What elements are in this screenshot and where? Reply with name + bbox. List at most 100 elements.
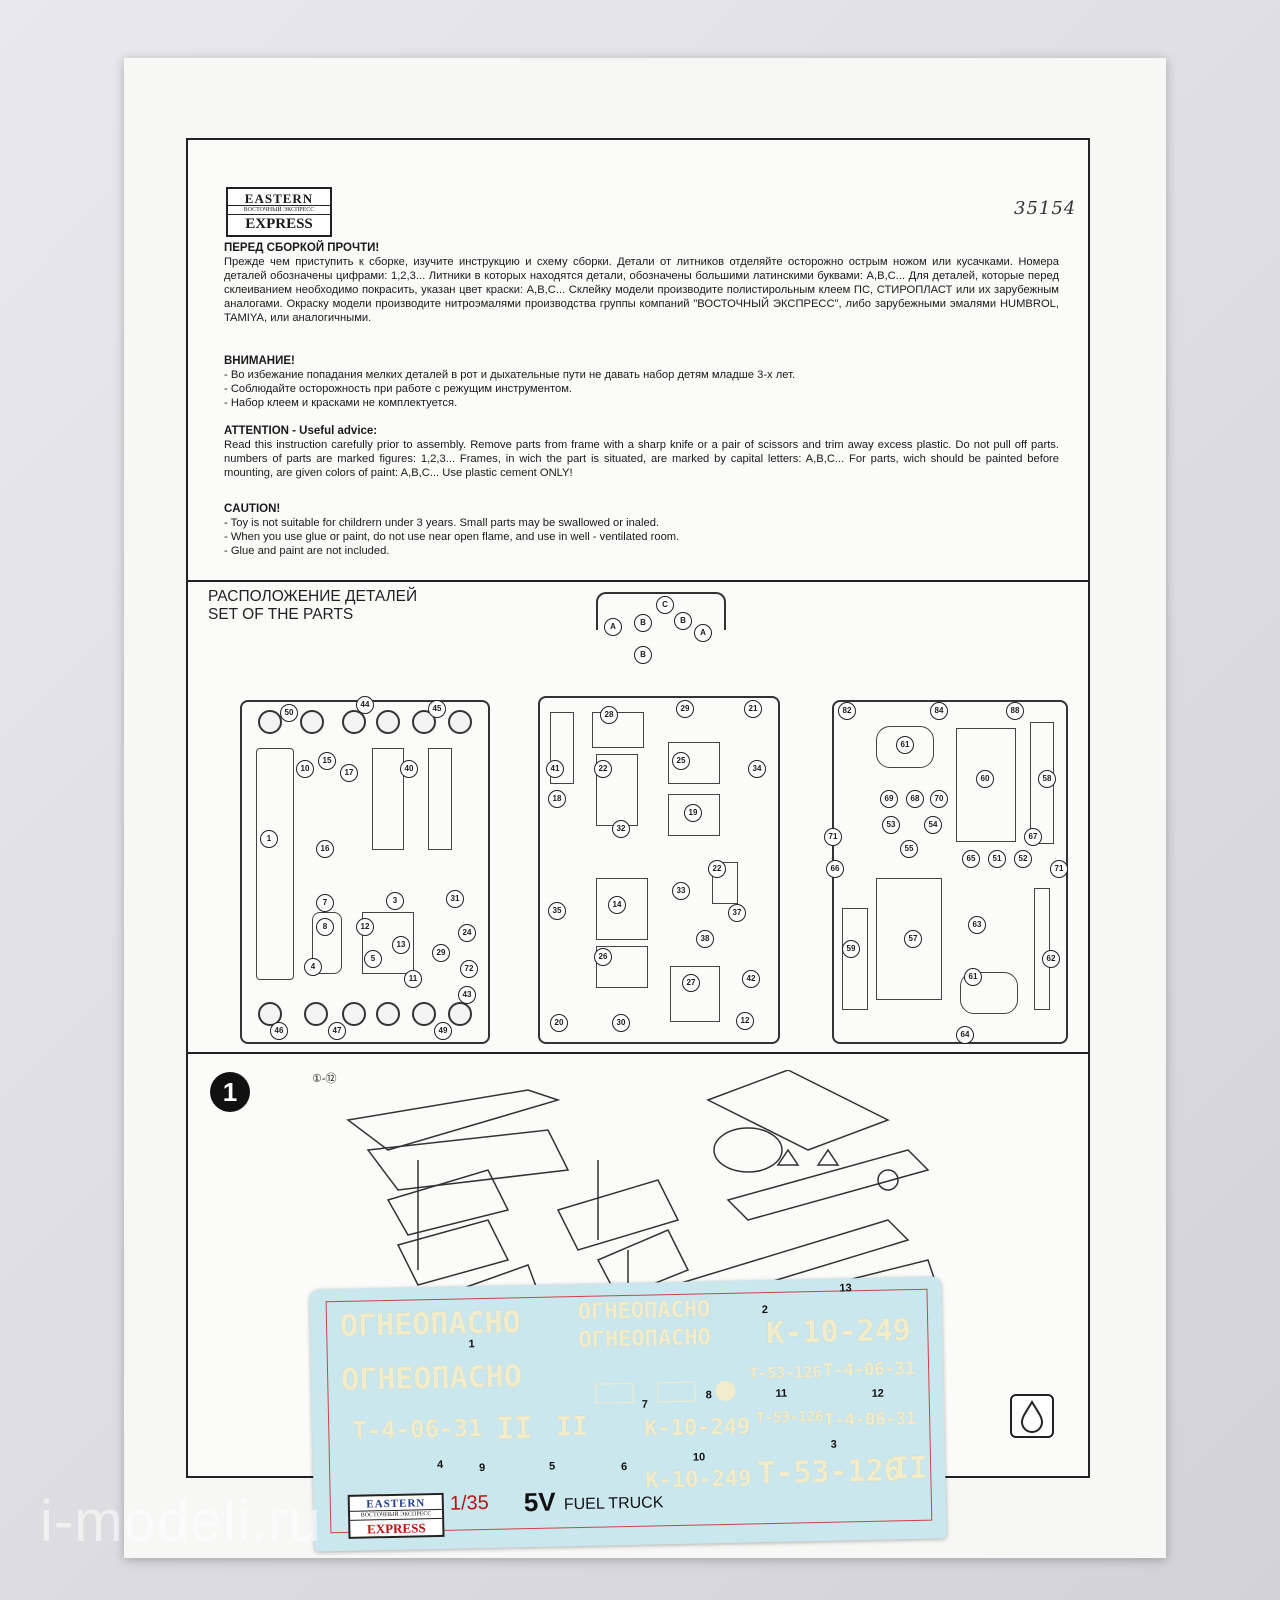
- sprue-letter: B: [634, 646, 652, 664]
- part-number: 41: [546, 760, 564, 778]
- part-number: 4: [304, 958, 322, 976]
- part-number: 17: [340, 764, 358, 782]
- part-number: 70: [930, 790, 948, 808]
- part-number: 25: [672, 752, 690, 770]
- sprue-middle: [538, 696, 780, 1044]
- decal-number: 4: [436, 1458, 444, 1472]
- decal-number: 9: [478, 1462, 486, 1475]
- step-callout: ①-⑫: [312, 1073, 337, 1085]
- en-caution-item: - When you use glue or paint, do not use…: [224, 531, 680, 543]
- part-number: 16: [316, 840, 334, 858]
- decal-text: II: [890, 1450, 928, 1487]
- part-number: 68: [906, 790, 924, 808]
- brand-logo: EASTERN ВОСТОЧНЫЙ ЭКСПРЕСС EXPRESS: [226, 187, 332, 237]
- part-number: 88: [1006, 702, 1024, 720]
- part-number: 29: [676, 700, 694, 718]
- decal-logo-line-3: EXPRESS: [366, 1520, 426, 1537]
- ru-warning-item: - Набор клеем и красками не комплектуетс…: [224, 397, 458, 409]
- ru-notice-heading: ПЕРЕД СБОРКОЙ ПРОЧТИ!: [224, 242, 380, 254]
- catalog-number: 35154: [1014, 198, 1077, 219]
- part-number: 71: [1050, 860, 1068, 878]
- logo-line-2: ВОСТОЧНЫЙ ЭКСПРЕСС: [228, 205, 330, 215]
- en-attention-heading: ATTENTION - Useful advice:: [224, 425, 378, 437]
- decal-text: ОГНЕОПАСНО: [340, 1359, 523, 1398]
- decal-number: 6: [620, 1461, 628, 1474]
- decal-text: Т-53-126: [748, 1362, 822, 1383]
- part-number: 64: [956, 1026, 974, 1044]
- part-number: 57: [904, 930, 922, 948]
- decal-text: ОГНЕОПАСНО: [577, 1297, 711, 1326]
- decal-plate: [657, 1381, 696, 1403]
- sprue-letter: A: [694, 624, 712, 642]
- part-number: 5: [364, 950, 382, 968]
- part-number: 38: [696, 930, 714, 948]
- part-number: 52: [1014, 850, 1032, 868]
- part-number: 30: [612, 1014, 630, 1032]
- decal-model: 5V: [523, 1486, 556, 1518]
- part-number: 35: [548, 902, 566, 920]
- part-number: 10: [296, 760, 314, 778]
- en-caution-item: - Glue and paint are not included.: [224, 545, 390, 557]
- part-number: 53: [882, 816, 900, 834]
- decal-text: К-10-249: [644, 1414, 751, 1442]
- part-number: 60: [976, 770, 994, 788]
- part-number: 37: [728, 904, 746, 922]
- decal-scale: 1/35: [449, 1491, 489, 1515]
- decal-text: ОГНЕОПАСНО: [339, 1305, 522, 1345]
- part-number: 15: [318, 752, 336, 770]
- decal-number: 13: [839, 1282, 852, 1295]
- decal-text: Т-4-06-31: [823, 1408, 917, 1431]
- decal-subtitle: FUEL TRUCK: [563, 1494, 664, 1514]
- decal-plate: [595, 1382, 634, 1404]
- parts-title-en: SET OF THE PARTS: [208, 606, 354, 623]
- ru-notice: ПЕРЕД СБОРКОЙ ПРОЧТИ! Прежде чем приступ…: [224, 241, 1059, 325]
- part-number: 18: [548, 790, 566, 808]
- part-number: 61: [896, 736, 914, 754]
- decal-number: 11: [775, 1387, 788, 1400]
- decal-number: 1: [468, 1338, 475, 1351]
- part-number: 20: [550, 1014, 568, 1032]
- part-number: 55: [900, 840, 918, 858]
- part-number: 61: [964, 968, 982, 986]
- en-caution-heading: CAUTION!: [224, 503, 281, 515]
- small-sprue: [596, 592, 726, 630]
- decal-number: 7: [641, 1398, 649, 1411]
- glue-icon: [1010, 1394, 1054, 1438]
- ru-warning-item: - Во избежание попадания мелких деталей …: [224, 369, 796, 381]
- part-number: 32: [612, 820, 630, 838]
- decal-number: 10: [692, 1451, 706, 1464]
- decal-text: ОГНЕОПАСНО: [578, 1325, 712, 1354]
- part-number: 24: [458, 924, 476, 942]
- ru-notice-body: Прежде чем приступить к сборке, изучите …: [224, 256, 1059, 324]
- part-number: 63: [968, 916, 986, 934]
- decal-brand-logo: EASTERN ВОСТОЧНЫЙ ЭКСПРЕСС EXPRESS: [347, 1492, 445, 1539]
- part-number: 19: [684, 804, 702, 822]
- part-number: 66: [826, 860, 844, 878]
- part-number: 14: [608, 896, 626, 914]
- part-number: 59: [842, 940, 860, 958]
- part-number: 69: [880, 790, 898, 808]
- sprue-letter: B: [674, 612, 692, 630]
- part-number: 54: [924, 816, 942, 834]
- part-number: 22: [708, 860, 726, 878]
- watermark: i-modeli.ru: [40, 1489, 322, 1554]
- en-attention-body: Read this instruction carefully prior to…: [224, 439, 1059, 479]
- decal-number: 3: [830, 1438, 837, 1451]
- part-number: 29: [432, 944, 450, 962]
- part-number: 12: [736, 1012, 754, 1030]
- section-divider: [188, 580, 1088, 582]
- decal-text: II: [495, 1411, 533, 1447]
- logo-line-3: EXPRESS: [245, 216, 313, 232]
- sprue-letter: C: [656, 596, 674, 614]
- en-caution-item: - Toy is not suitable for childrern unde…: [224, 517, 660, 529]
- part-number: 84: [930, 702, 948, 720]
- ru-warning-heading: ВНИМАНИЕ!: [224, 355, 295, 367]
- part-number: 12: [356, 918, 374, 936]
- part-number: 21: [744, 700, 762, 718]
- sprue-letter: A: [604, 618, 622, 636]
- part-number: 13: [392, 936, 410, 954]
- decal-text: К-10-249: [765, 1313, 912, 1352]
- part-number: 45: [428, 700, 446, 718]
- part-number: 71: [824, 828, 842, 846]
- part-number: 7: [316, 894, 334, 912]
